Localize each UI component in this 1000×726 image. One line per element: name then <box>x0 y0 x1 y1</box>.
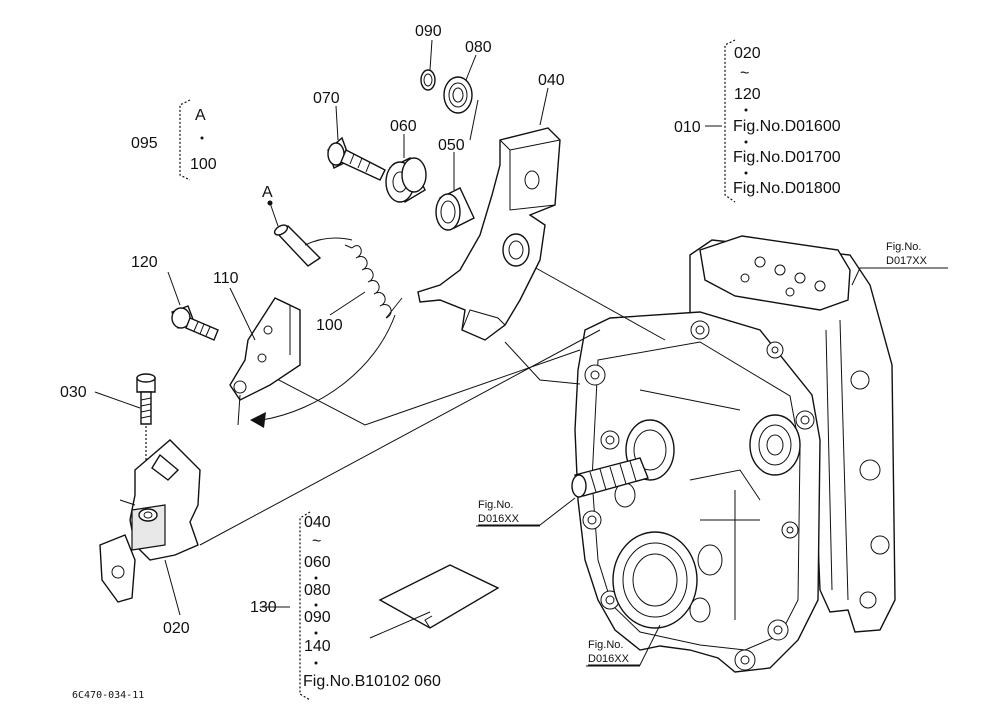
fig-ref-top-right-line2: D017XX <box>886 255 928 267</box>
group-010-ref-3: Fig.No.D01800 <box>733 180 841 197</box>
group-130-item-2: 080 <box>304 582 331 599</box>
bolt-120 <box>171 305 219 341</box>
fig-ref-bottom-line2: D016XX <box>588 653 630 665</box>
sealant-sheet-140 <box>378 564 500 629</box>
fig-ref-shaft-line2: D016XX <box>478 513 520 525</box>
callout-100: 100 <box>316 317 343 334</box>
leader-lines <box>94 39 885 666</box>
callout-a: A <box>262 184 273 201</box>
group-130-ref: Fig.No.B10102 060 <box>303 673 441 690</box>
transmission-housing <box>571 235 896 673</box>
callout-095: 095 <box>131 135 158 152</box>
group-095-item-2: 100 <box>190 156 217 173</box>
group-010-list: 020 ~ 120 Fig.No.D01600 Fig.No.D01700 Fi… <box>733 45 841 197</box>
pin-a <box>267 200 322 267</box>
group-095-list: A 100 <box>190 107 217 173</box>
bushing-050 <box>435 187 475 231</box>
group-010-tilde: ~ <box>740 65 749 82</box>
group-130-item-4: 140 <box>304 638 331 655</box>
callout-120: 120 <box>131 254 158 271</box>
fig-ref-top-right-line1: Fig.No. <box>886 241 921 253</box>
fig-ref-bottom-line1: Fig.No. <box>588 639 623 651</box>
callout-110: 110 <box>213 270 239 287</box>
group-130-item-1: 060 <box>304 554 331 571</box>
group-010-ref-2: Fig.No.D01700 <box>733 149 841 166</box>
figure-code: 6C470-034-11 <box>72 690 144 701</box>
callout-080: 080 <box>465 39 492 56</box>
callout-040: 040 <box>538 72 565 89</box>
lever-040 <box>417 127 561 341</box>
group-130-item-3: 090 <box>304 609 331 626</box>
group-130-range-from: 040 <box>304 514 331 531</box>
group-130-list: 040 ~ 060 080 090 140 Fig.No.B10102 060 <box>303 514 441 690</box>
callout-060: 060 <box>390 118 417 135</box>
fig-ref-shaft-line1: Fig.No. <box>478 499 513 511</box>
group-010-range-to: 120 <box>734 86 761 103</box>
snap-ring-090 <box>420 69 436 91</box>
group-095-item-1: A <box>195 107 206 124</box>
bearing-080 <box>443 76 473 114</box>
figure-references: Fig.No. D017XX Fig.No. D016XX Fig.No. D0… <box>476 241 948 667</box>
group-010-ref-1: Fig.No.D01600 <box>733 118 841 135</box>
group-130-tilde: ~ <box>312 533 321 550</box>
callout-020: 020 <box>163 620 190 637</box>
callout-030: 030 <box>60 384 87 401</box>
callout-050: 050 <box>438 137 465 154</box>
collar-060 <box>385 157 427 204</box>
bolt-070 <box>327 136 386 181</box>
spring-100 <box>250 237 403 428</box>
lever-bracket-020 <box>99 439 201 603</box>
stopper-plate-110 <box>229 297 301 426</box>
callout-090: 090 <box>415 23 442 40</box>
part-callouts: 090 080 040 070 060 050 095 A 120 110 10… <box>60 23 701 637</box>
callout-070: 070 <box>313 90 340 107</box>
group-010-range-from: 020 <box>734 45 761 62</box>
callout-130: 130 <box>250 599 277 616</box>
group-braces <box>179 39 736 701</box>
callout-010: 010 <box>674 119 701 136</box>
